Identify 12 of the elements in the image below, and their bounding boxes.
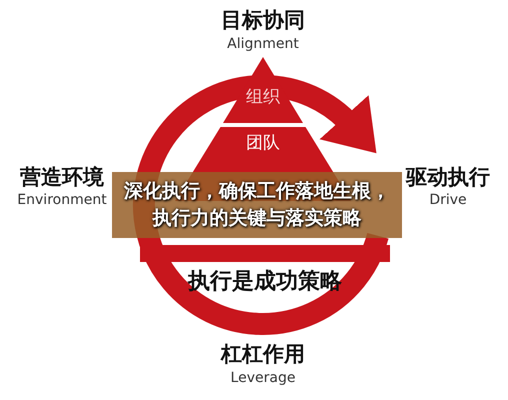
section-heading: 杠杠作用 xyxy=(221,341,305,368)
pyramid-top-tier xyxy=(223,57,303,123)
section-heading: 目标协同 xyxy=(221,7,305,34)
subheading: Leverage xyxy=(230,370,296,386)
section-heading: 驱动执行 xyxy=(406,164,490,191)
tier-label: 执行是成功策略 xyxy=(188,269,342,295)
section-heading: 营造环境 xyxy=(20,164,104,191)
subheading: Environment xyxy=(17,192,107,208)
title: 深化执行，确保工作落地生根，执行力的关键与落实策略 xyxy=(122,179,391,231)
tier-label: 团队 xyxy=(246,133,280,154)
subheading: Drive xyxy=(429,192,467,208)
tier-label: 组织 xyxy=(246,87,280,108)
